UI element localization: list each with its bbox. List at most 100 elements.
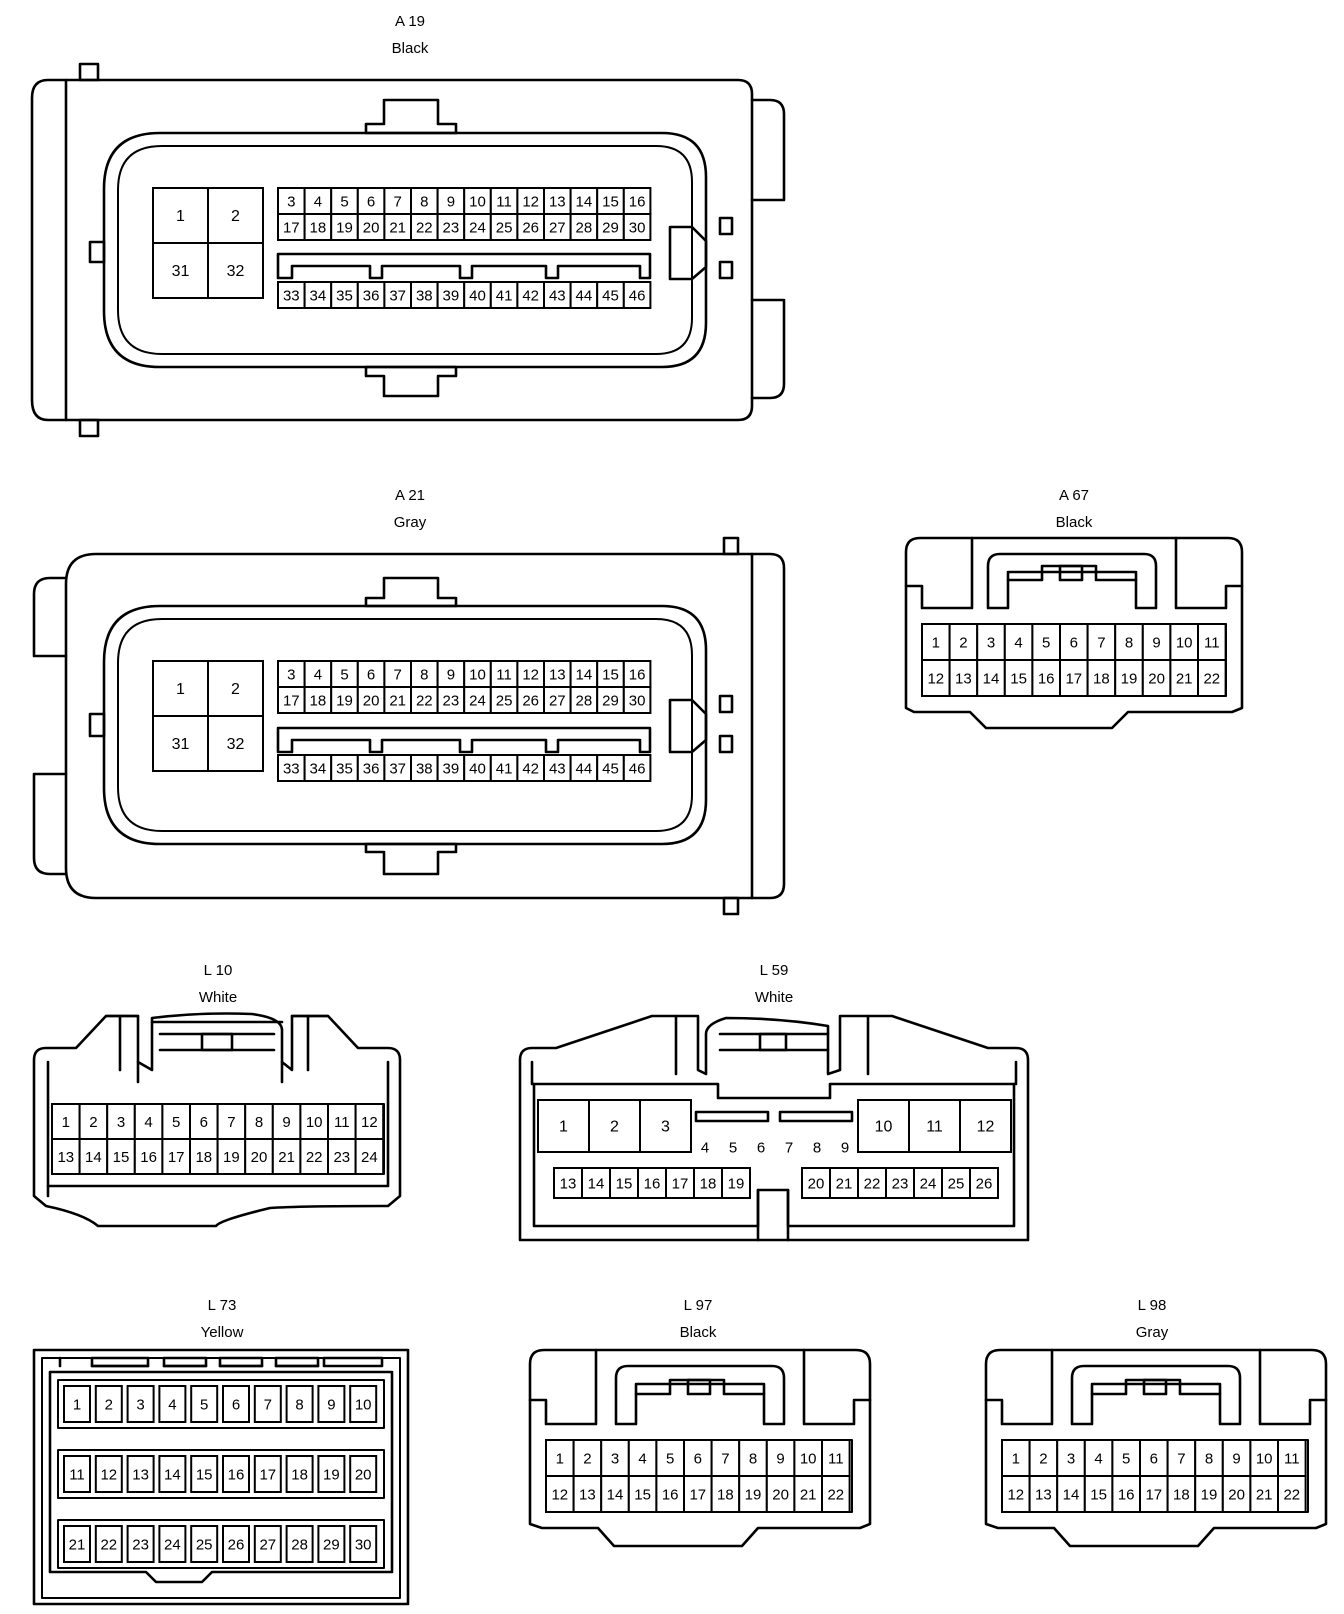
pin-number: 37 [389,288,406,305]
pin-cell-outline [516,686,546,714]
pin-number: 19 [336,220,353,237]
pin-number: 7 [1097,635,1105,652]
pin-number: 6 [232,1397,240,1414]
pin-number: 2 [959,635,967,652]
pin-cell: 19 [1114,659,1144,697]
pin-cell-outline [821,1439,851,1477]
pin-cell: 19 [738,1475,768,1513]
pin-cell-outline [356,660,386,688]
pin-cell-outline [908,1099,961,1153]
pin-number: 1 [62,1114,70,1131]
pin-cell-outline [1028,1475,1059,1513]
pin-cell: 10 [857,1099,910,1153]
pin-cell-outline [959,1099,1012,1153]
pin-cell: 17 [253,1455,282,1493]
connector-l97-id: L 97 [684,1297,713,1314]
pin-number: 33 [283,761,300,778]
pin-number: 5 [172,1114,180,1131]
pin-number: 13 [549,194,566,211]
pin-cell: 1 [1001,1439,1031,1477]
pin-cell-outline [383,281,412,309]
pin-cell-outline [543,754,572,782]
pin-cell-outline [253,1385,282,1423]
pin-cell: 4 [303,660,333,688]
pin-cell: 3 [277,187,306,215]
pin-cell-outline [152,715,209,772]
pin-cell-outline [1221,1439,1252,1477]
pin-cell: 17 [277,213,306,241]
pin-number: 40 [469,761,486,778]
pin-number: 11 [1204,635,1220,652]
pin-number: 19 [745,1487,762,1504]
pin-number: 19 [323,1467,340,1484]
pin-cell-outline [1056,1475,1086,1513]
pin-cell: 31 [152,715,209,772]
pin-cell-outline [596,187,625,215]
pin-cell: 7 [1166,1439,1197,1477]
pin-cell-outline [537,1099,590,1153]
pin-cell: 11 [908,1099,961,1153]
pin-cell: 9 [841,1140,849,1157]
pin-number: 2 [231,681,240,698]
pin-cell: 3 [639,1099,692,1153]
pin-cell-outline [78,1103,109,1140]
pin-number: 5 [340,667,348,684]
pin-cell-outline [1114,623,1144,661]
pin-cell: 23 [436,686,466,714]
pin-cell: 18 [303,686,333,714]
pin-number: 19 [223,1149,240,1166]
pin-number: 10 [1256,1451,1273,1468]
pin-number: 41 [496,288,513,305]
pin-number: 16 [629,194,646,211]
pin-number: 3 [1067,1451,1075,1468]
pin-number: 19 [1201,1487,1218,1504]
pin-cell: 19 [216,1138,247,1175]
pin-number: 2 [583,1451,591,1468]
connector-l59-color: White [755,989,793,1006]
pin-number: 11 [926,1119,943,1136]
pin-number: 23 [132,1537,149,1554]
pin-number: 2 [1039,1451,1047,1468]
pin-cell: 11 [489,187,519,215]
pin-cell-outline [1111,1439,1142,1477]
pin-cell: 13 [572,1475,603,1513]
pin-cell: 3 [1056,1439,1086,1477]
pin-number: 10 [800,1451,817,1468]
pin-cell: 38 [410,754,439,782]
pin-number: 32 [227,736,245,753]
pin-number: 5 [1042,635,1050,652]
pin-cell-outline [94,1455,123,1493]
pin-cell-outline [543,686,572,714]
pin-cell: 12 [516,660,546,688]
pin-cell: 15 [1083,1475,1114,1513]
pin-cell-outline [126,1455,155,1493]
pin-cell: 14 [158,1455,187,1493]
pin-cell: 3 [600,1439,630,1477]
pin-cell-outline [330,754,359,782]
pin-number: 27 [549,693,566,710]
pin-number: 31 [172,736,190,753]
pin-number: 31 [172,263,190,280]
pin-cell-outline [330,686,359,714]
pin-cell-outline [655,1439,686,1477]
pin-cell-outline [303,281,333,309]
pin-cell-outline [285,1385,314,1423]
pin-number: 10 [355,1397,372,1414]
pin-number: 17 [283,220,300,237]
pin-cell: 36 [356,281,386,309]
pin-number: 21 [836,1176,853,1193]
pin-cell: 32 [207,715,264,772]
pin-cell: 9 [436,187,466,215]
pin-number: 45 [602,761,619,778]
pin-number: 3 [117,1114,125,1131]
pin-cell: 12 [959,1099,1012,1153]
pin-number: 6 [1150,1451,1158,1468]
pin-cell-outline [63,1455,91,1493]
pin-cell: 20 [765,1475,796,1513]
pin-cell: 20 [244,1138,274,1175]
pin-cell-outline [793,1475,824,1513]
pin-cell: 17 [277,686,306,714]
